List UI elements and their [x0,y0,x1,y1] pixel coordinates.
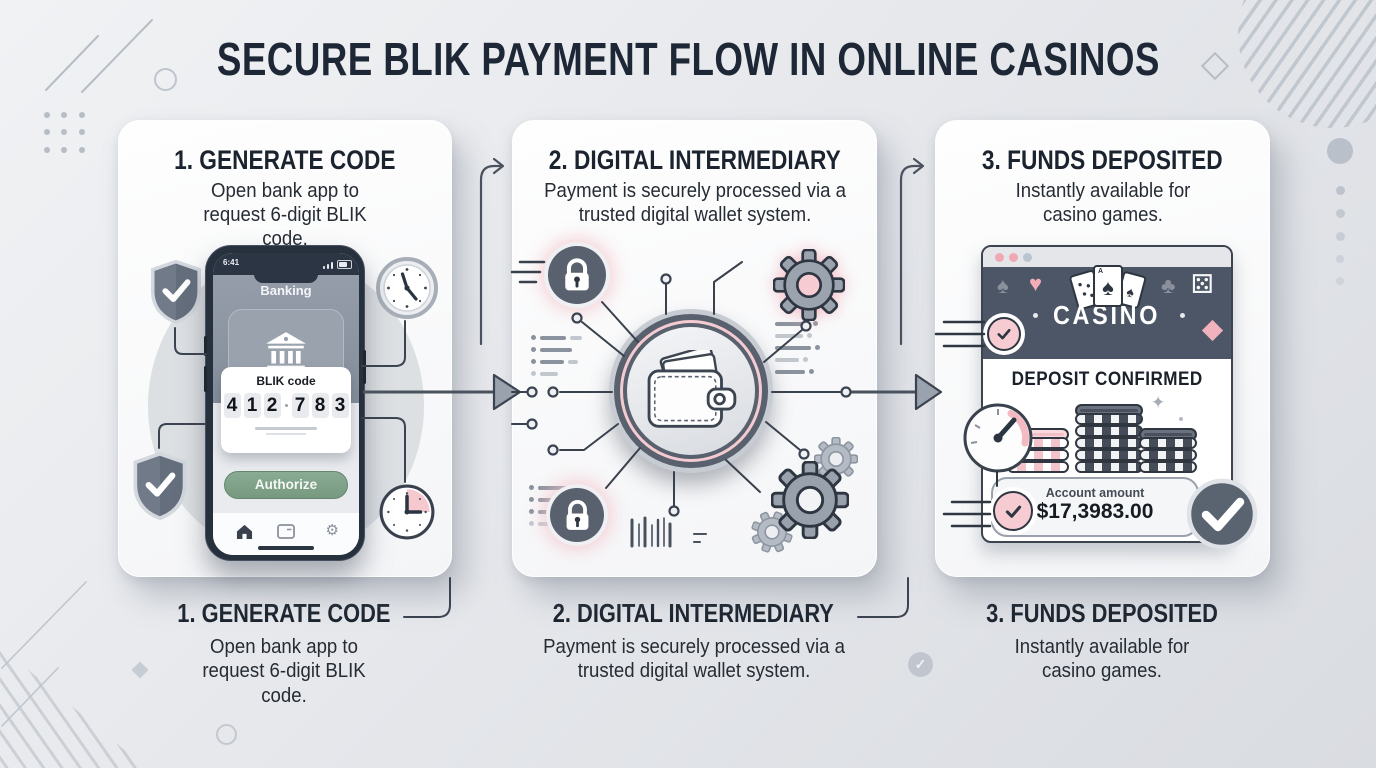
code-digit: 3 [331,393,349,418]
speedometer-icon [961,401,1035,475]
phone-mockup: 6:41 Banking [204,245,366,561]
dots-column-decoration [1336,186,1345,285]
shield-check-icon [129,451,191,521]
deposit-confirmed-text: DEPOSIT CONFIRMED [1011,369,1203,390]
step2-description: Payment is securely processed via a trus… [543,180,846,226]
footer2-description: Payment is securely processed via a trus… [542,636,845,683]
wallet-hub-circle [609,309,773,473]
divider-line [255,427,317,430]
clock-icon [375,256,439,320]
signal-icon [327,263,329,269]
footer-label-generate-code: 1. GENERATE CODE Open bank app to reques… [118,598,450,708]
authorize-button[interactable]: Authorize [224,471,348,499]
footer-label-digital-intermediary: 2. DIGITAL INTERMEDIARY Payment is secur… [512,598,875,684]
confirmed-badge-icon [987,317,1021,351]
dice-icon: ⚄ [1191,269,1214,299]
blik-code-digits: 4 1 2 7 8 3 [221,393,351,418]
step1-heading: 1. GENERATE CODE [174,145,396,175]
circle-outline-decoration [216,724,237,745]
step-card-funds-deposited: 3. FUNDS DEPOSITED Instantly available f… [935,120,1270,577]
code-digit: 2 [263,393,281,418]
phone-side-button [204,336,207,356]
status-time: 6:41 [223,258,240,267]
padlock-icon [550,488,604,542]
club-icon: ♣ [1161,273,1176,298]
check-circle-decoration: ✓ [908,652,933,677]
check-circle-icon [1185,477,1259,551]
playing-cards-icon: A ♠ ♠ [1068,263,1147,317]
sparkle-icon: ✦ [1151,393,1166,412]
footer1-description: Open bank app to request 6-digit BLIK co… [202,636,366,707]
spade-icon: ♠ [997,273,1009,298]
footer-label-funds-deposited: 3. FUNDS DEPOSITED Instantly available f… [935,598,1268,684]
signal-icon [331,261,333,269]
status-icons [323,260,352,269]
step3-description: Instantly available for casino games. [1015,180,1190,226]
clock-quarter-icon [378,483,436,541]
code-digit: 7 [291,393,309,418]
gear-icon[interactable]: ⚙ [325,522,339,539]
home-icon[interactable] [235,523,254,540]
wallet-card-icon[interactable] [277,524,295,539]
phone-statusbar [213,253,359,275]
home-indicator [258,545,314,550]
gear-icon [814,437,858,481]
sparkle-dot [1179,417,1183,421]
blik-code-card: BLIK code 4 1 2 7 8 3 [221,367,351,453]
instant-badge-icon [993,491,1033,531]
step-card-generate-code: 1. GENERATE CODE Open bank app to reques… [118,120,452,577]
footer1-heading: 1. GENERATE CODE [177,598,391,628]
heart-icon: ♥ [1029,271,1043,296]
phone-screen: 6:41 Banking [213,253,359,555]
footer2-heading: 2. DIGITAL INTERMEDIARY [552,598,835,628]
gear-icon [771,461,849,539]
brand-dot [1180,313,1185,318]
step2-heading: 2. DIGITAL INTERMEDIARY [548,145,841,175]
digit-separator [284,404,288,407]
divider-line [266,432,306,435]
step1-description: Open bank app to request 6-digit BLIK co… [203,180,367,250]
pink-ring [620,320,762,462]
step-card-digital-intermediary: 2. DIGITAL INTERMEDIARY Payment is secur… [512,120,877,577]
shield-check-icon [147,259,205,325]
phone-nav-bar: ⚙ [213,513,359,555]
blik-code-label: BLIK code [256,374,316,388]
window-control-dot[interactable] [1009,253,1018,262]
footer3-description: Instantly available for casino games. [1014,636,1189,683]
account-label: Account amount [1045,486,1145,500]
signal-icon [323,265,325,269]
brand-dot [1033,313,1038,318]
wallet-icon [627,327,755,455]
account-amount: $17,3983.00 [1036,500,1154,523]
dot-grid-decoration [44,112,89,157]
page-title: SECURE BLIK PAYMENT FLOW IN ONLINE CASIN… [216,33,1160,85]
window-control-dot[interactable] [1023,253,1032,262]
casino-browser-window: ♠ ♥ ♣ ⚄ A ♠ ♠ CASINO [981,245,1233,543]
circle-outline-decoration [154,68,177,91]
phone-side-button [204,366,207,392]
code-digit: 4 [223,393,241,418]
code-digit: 8 [311,393,329,418]
phone-side-button [363,350,366,384]
phone-notch [254,273,318,283]
app-title: Banking [260,283,312,298]
padlock-icon [548,246,606,304]
battery-icon [337,260,352,269]
gear-icon [773,249,845,321]
window-control-dot[interactable] [995,253,1004,262]
step3-heading: 3. FUNDS DEPOSITED [982,145,1223,175]
footer3-heading: 3. FUNDS DEPOSITED [985,598,1218,628]
big-dot-decoration [1327,138,1353,164]
code-digit: 1 [243,393,261,418]
